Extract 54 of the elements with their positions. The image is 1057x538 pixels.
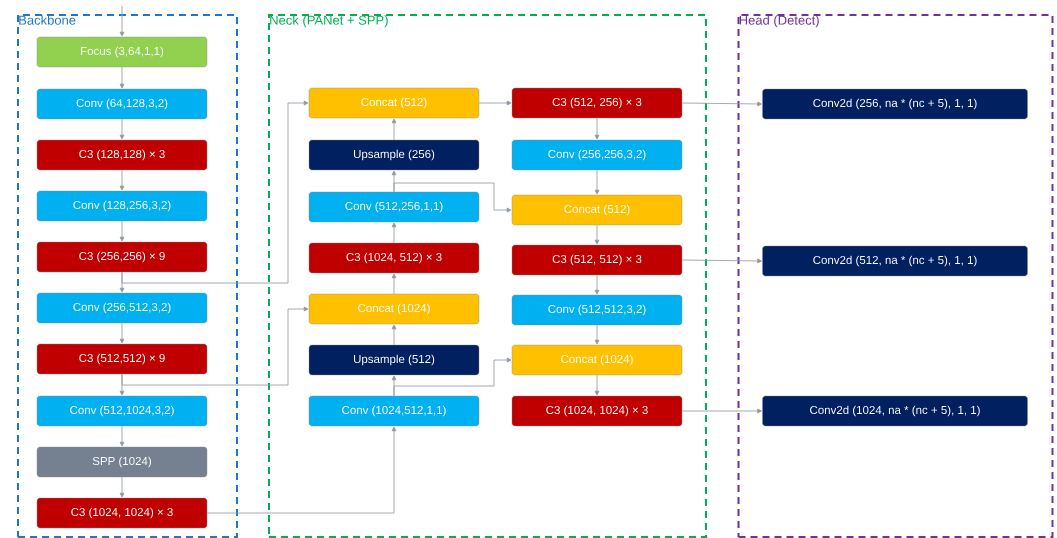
arrow — [391, 324, 397, 346]
arrow — [206, 426, 397, 514]
arrow — [681, 258, 762, 264]
layer-box: Conv (64,128,3,2) — [36, 88, 208, 120]
layer-box: C3 (1024, 512) × 3 — [308, 242, 480, 274]
arrow — [119, 66, 125, 89]
arrow — [594, 374, 600, 396]
layer-box: SPP (1024) — [36, 446, 208, 478]
layer-box: C3 (512,512) × 9 — [36, 343, 208, 375]
layer-box: Upsample (256) — [308, 139, 480, 171]
arrow — [393, 182, 512, 213]
arrow — [119, 425, 125, 447]
arrow — [119, 169, 125, 191]
layer-box: Conv (512,1024,3,2) — [36, 395, 208, 427]
arrow — [681, 101, 762, 107]
arrow — [594, 224, 600, 245]
arrow — [594, 324, 600, 345]
layer-box: Concat (512) — [511, 194, 683, 226]
arrow — [391, 118, 397, 141]
layer-box: Focus (3,64,1,1) — [36, 36, 208, 68]
layer-box: Conv (512,512,3,2) — [511, 294, 683, 326]
layer-box: Conv (1024,512,1,1) — [308, 395, 480, 427]
layer-box: C3 (128,128) × 3 — [36, 139, 208, 171]
layer-box: Concat (1024) — [308, 293, 480, 325]
layer-box: C3 (256,256) × 9 — [36, 241, 208, 273]
arrow — [119, 322, 125, 344]
layer-box: Concat (512) — [308, 87, 480, 119]
layer-box: C3 (1024, 1024) × 3 — [36, 497, 208, 529]
arrow — [119, 220, 125, 242]
layer-box: Conv2d (256, na * (nc + 5), 1, 1) — [762, 88, 1028, 120]
arrow — [391, 222, 397, 244]
arrow — [594, 169, 600, 195]
layer-box: Conv (128,256,3,2) — [36, 190, 208, 222]
arrow — [121, 306, 309, 386]
arrow — [594, 117, 600, 140]
layer-box: C3 (512, 512) × 3 — [511, 244, 683, 276]
layer-box: Conv2d (512, na * (nc + 5), 1, 1) — [762, 245, 1028, 277]
layer-box: C3 (512, 256) × 3 — [511, 87, 683, 119]
arrow — [121, 100, 309, 284]
layer-box: Concat (1024) — [511, 344, 683, 376]
layer-box: Conv (256,256,3,2) — [511, 139, 683, 171]
arrow — [594, 274, 600, 295]
layer-box: Conv (256,512,3,2) — [36, 292, 208, 324]
layer-box: Conv (512,256,1,1) — [308, 191, 480, 223]
layer-box: Upsample (512) — [308, 344, 480, 376]
layer-box: C3 (1024, 1024) × 3 — [511, 395, 683, 427]
arrow — [681, 408, 762, 414]
arrow — [478, 100, 512, 106]
arrow — [119, 5, 125, 37]
arrow — [391, 273, 397, 295]
arrow — [119, 118, 125, 140]
arrow — [393, 357, 512, 397]
arrow — [119, 476, 125, 498]
layer-box: Conv2d (1024, na * (nc + 5), 1, 1) — [762, 395, 1028, 427]
